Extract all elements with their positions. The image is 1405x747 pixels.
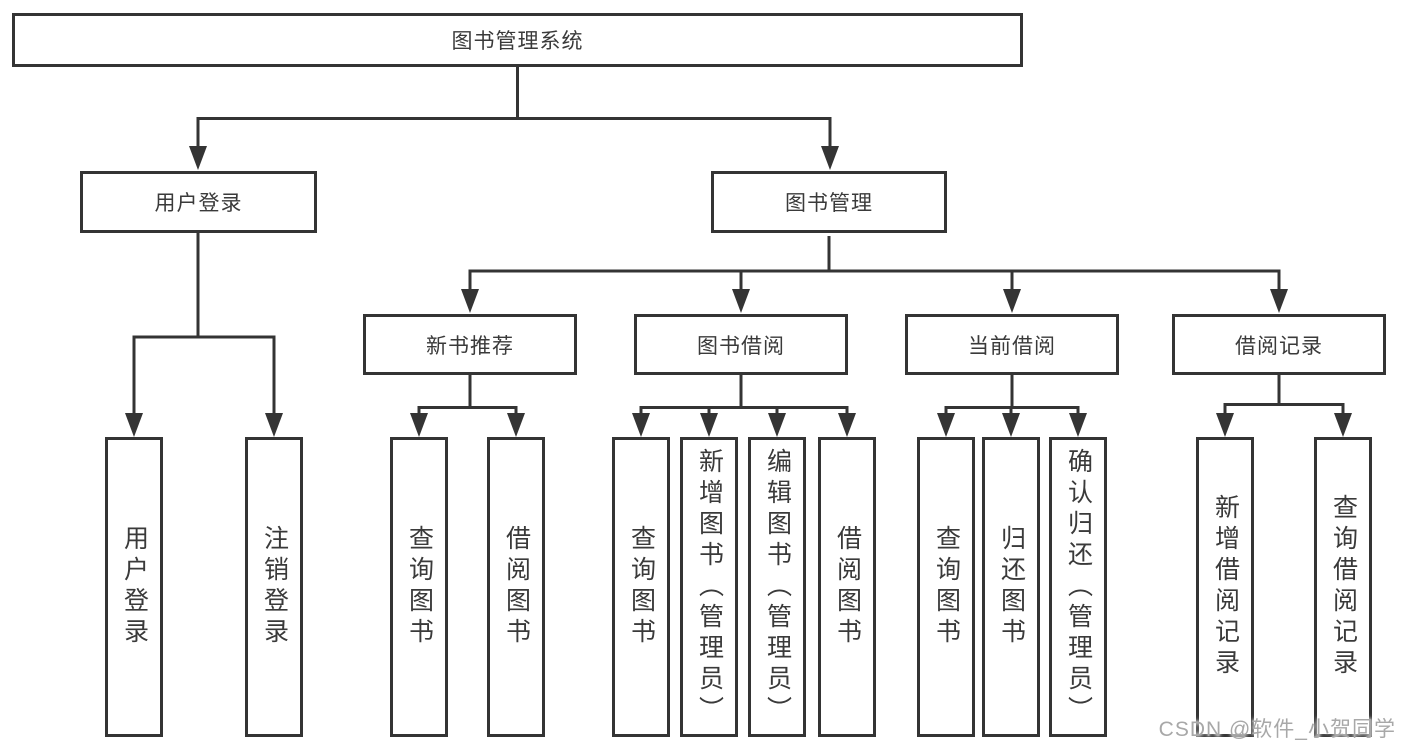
connector-book-mgmt-children bbox=[468, 236, 1281, 294]
leaf-edit-books-admin: 编辑图书（管理员） bbox=[748, 437, 806, 737]
node-new-book-recommend: 新书推荐 bbox=[363, 314, 577, 375]
arrow-leaf-query-record bbox=[1334, 413, 1352, 437]
arrow-leaf-query-2 bbox=[632, 413, 650, 437]
arrow-leaf-edit-book bbox=[768, 413, 786, 437]
leaf-logout-login-label: 注销登录 bbox=[260, 525, 289, 649]
leaf-borrow-books-1-label: 借阅图书 bbox=[502, 525, 531, 649]
arrow-leaf-user-login bbox=[125, 413, 143, 437]
arrow-leaf-logout bbox=[265, 413, 283, 437]
leaf-borrow-books-1: 借阅图书 bbox=[487, 437, 545, 737]
connector-book-borrow-children bbox=[639, 375, 849, 418]
arrow-leaf-confirm-return bbox=[1069, 413, 1087, 437]
arrow-current-borrow bbox=[1003, 289, 1021, 313]
node-book-management: 图书管理 bbox=[711, 171, 947, 233]
leaf-user-login-label: 用户登录 bbox=[120, 525, 149, 649]
node-new-book-recommend-label: 新书推荐 bbox=[426, 334, 514, 358]
arrow-user-login bbox=[189, 146, 207, 170]
leaf-query-books-2: 查询图书 bbox=[612, 437, 670, 737]
node-library-management-system: 图书管理系统 bbox=[12, 13, 1023, 67]
connector-root-to-level2 bbox=[196, 67, 832, 150]
leaf-query-books-2-label: 查询图书 bbox=[627, 525, 656, 649]
arrow-borrow-record bbox=[1270, 289, 1288, 313]
leaf-return-books: 归还图书 bbox=[982, 437, 1040, 737]
leaf-borrow-books-2-label: 借阅图书 bbox=[833, 525, 862, 649]
leaf-logout-login: 注销登录 bbox=[245, 437, 303, 737]
arrow-leaf-return bbox=[1002, 413, 1020, 437]
connector-borrow-record-children bbox=[1223, 375, 1345, 418]
leaf-add-borrow-record: 新增借阅记录 bbox=[1196, 437, 1254, 737]
arrow-leaf-add-record bbox=[1216, 413, 1234, 437]
arrow-leaf-borrow-1 bbox=[507, 413, 525, 437]
leaf-return-books-label: 归还图书 bbox=[997, 525, 1026, 649]
leaf-edit-books-admin-label: 编辑图书（管理员） bbox=[763, 447, 792, 727]
leaf-query-books-1: 查询图书 bbox=[390, 437, 448, 737]
leaf-confirm-return-admin: 确认归还（管理员） bbox=[1049, 437, 1107, 737]
arrow-book-mgmt bbox=[821, 146, 839, 170]
connector-user-login-children bbox=[132, 233, 276, 418]
leaf-add-borrow-record-label: 新增借阅记录 bbox=[1211, 494, 1240, 680]
arrowheads bbox=[125, 146, 1352, 437]
leaf-query-borrow-record: 查询借阅记录 bbox=[1314, 437, 1372, 737]
node-book-borrowing: 图书借阅 bbox=[634, 314, 848, 375]
arrow-leaf-query-1 bbox=[410, 413, 428, 437]
connector-new-book-children bbox=[417, 375, 518, 418]
leaf-user-login: 用户登录 bbox=[105, 437, 163, 737]
connector-current-borrow-children bbox=[944, 375, 1080, 418]
leaf-query-borrow-record-label: 查询借阅记录 bbox=[1329, 494, 1358, 680]
node-book-management-label: 图书管理 bbox=[785, 192, 873, 215]
arrow-leaf-add-book bbox=[700, 413, 718, 437]
node-user-login: 用户登录 bbox=[80, 171, 317, 233]
watermark: CSDN @软件_小贺同学 bbox=[1158, 718, 1396, 741]
leaf-query-books-3-label: 查询图书 bbox=[932, 525, 961, 649]
arrow-leaf-borrow-2 bbox=[838, 413, 856, 437]
leaf-confirm-return-admin-label: 确认归还（管理员） bbox=[1064, 447, 1093, 727]
node-library-management-system-label: 图书管理系统 bbox=[451, 30, 584, 53]
node-book-borrowing-label: 图书借阅 bbox=[697, 334, 785, 358]
node-user-login-label: 用户登录 bbox=[154, 192, 243, 215]
leaf-borrow-books-2: 借阅图书 bbox=[818, 437, 876, 737]
node-borrow-records-label: 借阅记录 bbox=[1235, 334, 1323, 358]
arrow-leaf-query-3 bbox=[937, 413, 955, 437]
arrow-new-book bbox=[461, 289, 479, 313]
leaf-add-books-admin: 新增图书（管理员） bbox=[680, 437, 738, 737]
node-borrow-records: 借阅记录 bbox=[1172, 314, 1386, 375]
leaf-query-books-3: 查询图书 bbox=[917, 437, 975, 737]
node-current-borrowing-label: 当前借阅 bbox=[968, 334, 1056, 358]
leaf-add-books-admin-label: 新增图书（管理员） bbox=[695, 447, 724, 727]
leaf-query-books-1-label: 查询图书 bbox=[405, 525, 434, 649]
node-current-borrowing: 当前借阅 bbox=[905, 314, 1119, 375]
arrow-book-borrow bbox=[732, 289, 750, 313]
